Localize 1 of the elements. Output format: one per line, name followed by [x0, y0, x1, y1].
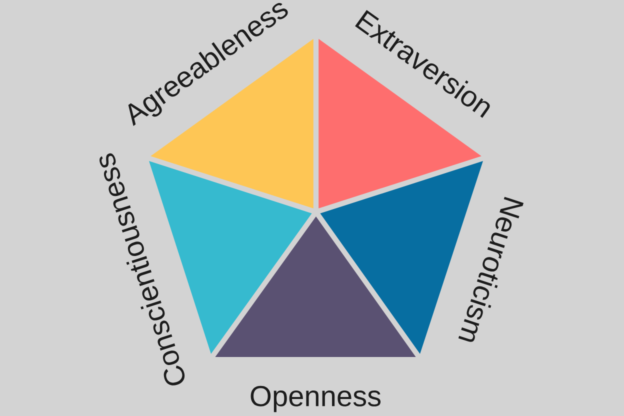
segment-label: Openness	[250, 386, 381, 412]
